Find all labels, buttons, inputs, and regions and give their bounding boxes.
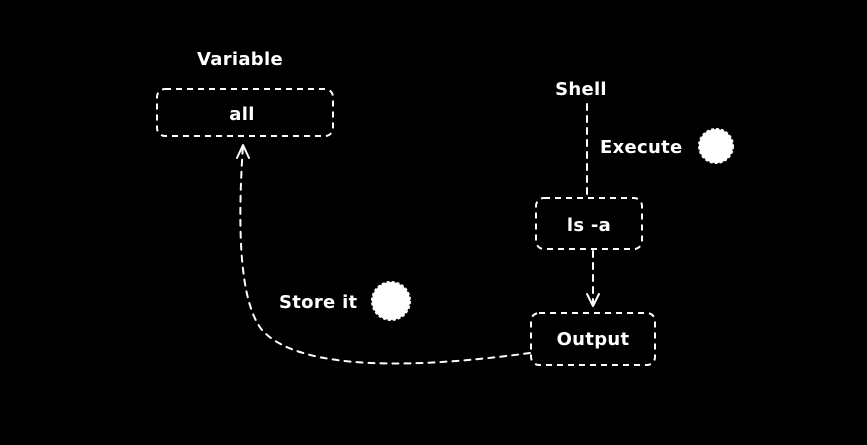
variable-label: Variable bbox=[197, 49, 283, 70]
output-to-variable-connector bbox=[239, 144, 531, 365]
output-box-text: Output bbox=[557, 329, 630, 350]
shell-label: Shell bbox=[555, 79, 607, 100]
variable-box bbox=[156, 88, 334, 137]
store-label: Store it bbox=[279, 292, 358, 313]
command-box-text: ls -a bbox=[567, 215, 611, 236]
store-step-marker bbox=[371, 281, 411, 321]
execute-step-marker bbox=[698, 128, 734, 164]
command-box bbox=[535, 197, 643, 250]
output-to-variable-arrowhead bbox=[236, 144, 250, 159]
output-box bbox=[530, 312, 656, 366]
variable-box-text: all bbox=[229, 104, 254, 125]
execute-label: Execute bbox=[600, 137, 683, 158]
command-to-output-arrowhead bbox=[586, 293, 600, 307]
